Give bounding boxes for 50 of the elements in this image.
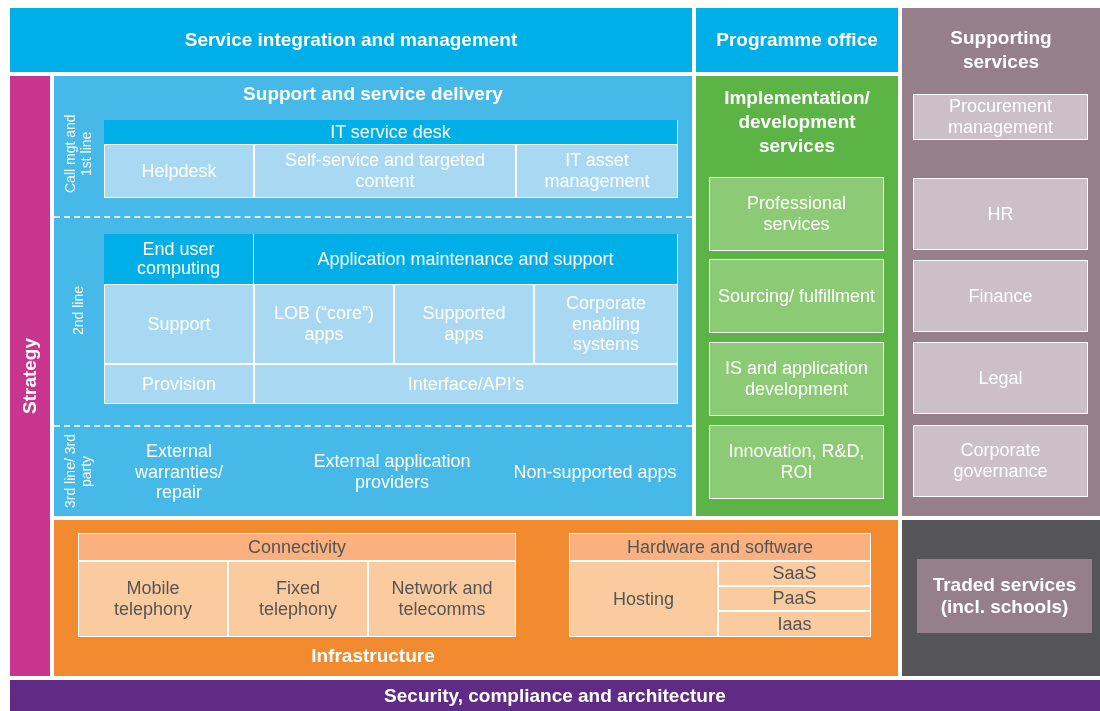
service-cell: Corporate governance xyxy=(913,425,1088,497)
header-cell: IT service desk xyxy=(104,120,678,144)
service-cell: Corporate enabling systems xyxy=(534,284,678,364)
banner-bar: Programme office xyxy=(696,8,898,72)
service-cell: HR xyxy=(913,178,1088,250)
service-text: Non-supported apps xyxy=(500,432,690,512)
header-cell: Application maintenance and support xyxy=(254,234,678,284)
section-heading: Support and service delivery xyxy=(242,82,504,106)
service-cell: IS and application development xyxy=(709,342,884,416)
service-cell: PaaS xyxy=(718,586,871,611)
section-heading: Infrastructure xyxy=(310,644,436,668)
service-cell: Self-service and targeted content xyxy=(254,144,516,198)
service-cell: Helpdesk xyxy=(104,144,254,198)
service-cell: LOB (“core”) apps xyxy=(254,284,394,364)
section-heading: Implementation/ development services xyxy=(723,86,871,158)
service-cell: Professional services xyxy=(709,177,884,251)
service-cell: Support xyxy=(104,284,254,364)
service-cell: Hardware and software xyxy=(569,533,871,561)
section-panel xyxy=(902,520,1100,676)
section-panel xyxy=(54,520,898,676)
banner-bar: Security, compliance and architecture xyxy=(10,680,1100,711)
service-cell: Finance xyxy=(913,260,1088,332)
service-cell: Mobile telephony xyxy=(78,561,228,637)
service-cell: IT asset management xyxy=(516,144,678,198)
service-text: External application providers xyxy=(300,432,484,512)
service-cell: Traded services (incl. schools) xyxy=(917,559,1092,633)
service-cell: Connectivity xyxy=(78,533,516,561)
vertical-banner: Strategy xyxy=(10,76,50,676)
section-panel xyxy=(696,76,898,516)
service-text: External warranties/ repair xyxy=(104,432,254,512)
service-cell: SaaS xyxy=(718,561,871,586)
service-cell: Interface/API’s xyxy=(254,364,678,404)
service-cell: Innovation, R&D, ROI xyxy=(709,425,884,499)
service-cell: Legal xyxy=(913,342,1088,414)
section-panel xyxy=(54,76,692,516)
tier-label: 2nd line xyxy=(58,255,98,365)
service-cell: Iaas xyxy=(718,611,871,637)
header-cell: End user computing xyxy=(104,234,254,284)
service-cell: Fixed telephony xyxy=(228,561,368,637)
section-panel xyxy=(902,8,1100,516)
service-cell: Hosting xyxy=(569,561,718,637)
service-cell: Provision xyxy=(104,364,254,404)
tier-label: Call mgt and 1st line xyxy=(58,104,98,204)
tier-label: 3rd line/ 3rd party xyxy=(58,430,98,512)
section-heading: Supporting services xyxy=(949,26,1053,74)
service-cell: Network and telecomms xyxy=(368,561,516,637)
service-cell: Procurement management xyxy=(913,94,1088,140)
banner-bar: Service integration and management xyxy=(10,8,692,72)
service-cell: Sourcing/ fulfillment xyxy=(709,259,884,333)
service-cell: Supported apps xyxy=(394,284,534,364)
